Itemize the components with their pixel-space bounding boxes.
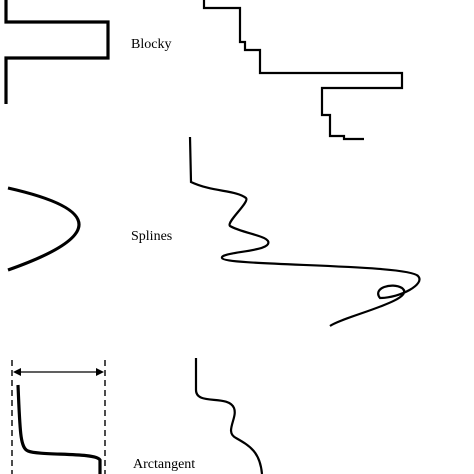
arctangent-log-curve — [194, 358, 264, 474]
splines-basis-function — [7, 186, 81, 272]
blocky-log-curve — [202, 0, 404, 141]
blocky-basis-function — [4, 0, 110, 104]
blocky-label: Blocky — [131, 37, 171, 52]
arctangent-label: Arctangent — [133, 457, 195, 472]
blocky-row: Blocky — [4, 0, 404, 141]
splines-label: Splines — [131, 229, 172, 244]
arctangent-basis-function — [16, 384, 102, 474]
arrowhead-right-icon — [96, 368, 104, 376]
splines-row: Splines — [7, 136, 421, 327]
splines-log-curve — [188, 136, 421, 327]
arctangent-row: Arctangent — [11, 358, 264, 474]
arrowhead-left-icon — [13, 368, 21, 376]
